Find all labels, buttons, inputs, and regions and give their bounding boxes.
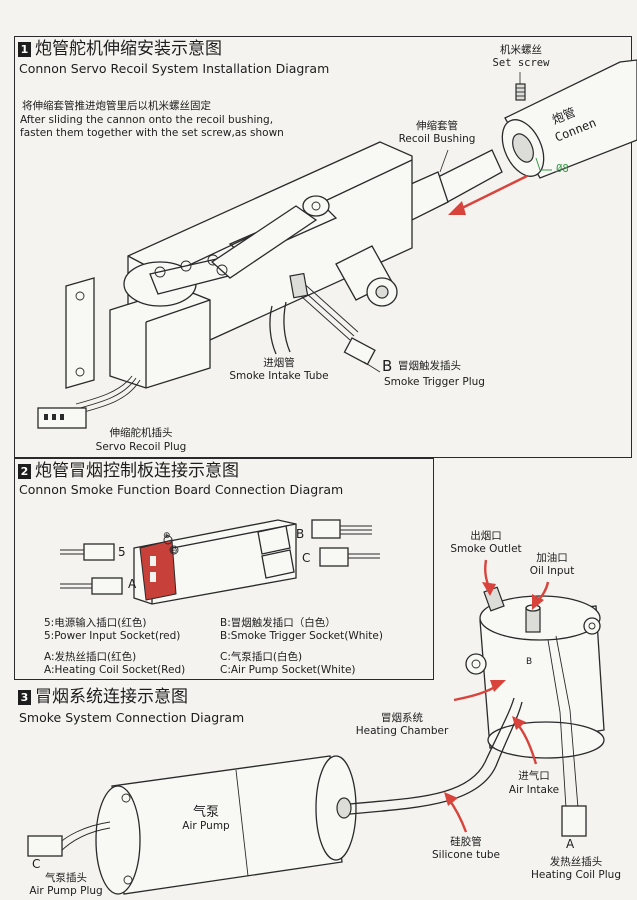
heating-chamber <box>465 586 605 837</box>
smoke-outlet-label-en: Smoke Outlet <box>450 543 522 555</box>
heating-chamber-label-en: Heating Chamber <box>355 725 449 737</box>
socket-b-label: B <box>296 527 305 541</box>
legend-c-cn: C:气泵插口(白色) <box>220 651 303 663</box>
pump-plug-letter: C <box>32 857 41 871</box>
pump-plug-label-cn: 气泵插头 <box>45 872 87 884</box>
servo-plug-label-cn: 伸缩舵机插头 <box>109 427 173 439</box>
diameter-marker <box>535 157 552 171</box>
plug-a <box>60 577 123 595</box>
minus-label: ⊖ <box>170 546 178 556</box>
oil-input-label-en: Oil Input <box>529 565 575 577</box>
smoke-intake-tube <box>269 301 291 355</box>
section-1-frame <box>14 36 632 458</box>
plug-c <box>319 547 380 567</box>
set-screw <box>515 83 526 101</box>
slide-arrow <box>457 174 528 212</box>
section-3-arrows <box>444 559 550 833</box>
heating-plug-label-cn: 发热丝插头 <box>549 856 603 868</box>
legend-a-en: A:Heating Coil Socket(Red) <box>44 664 186 676</box>
socket-a-label: A <box>128 577 137 591</box>
smoke-port <box>335 245 398 307</box>
recoil-bushing-label-en: Recoil Bushing <box>398 133 476 145</box>
recoil-bushing-label-cn: 伸缩套管 <box>416 120 458 132</box>
legend-b-en: B:Smoke Trigger Socket(White) <box>220 630 383 642</box>
servo-plug-cable <box>37 375 141 429</box>
plug-b <box>311 519 372 539</box>
heating-plug-b-letter: B <box>526 657 533 667</box>
section-2-title: 2 炮管冒烟控制板连接示意图 <box>18 462 239 481</box>
legend-c-en: C:Air Pump Socket(White) <box>220 664 356 676</box>
legend-b-cn: B:冒烟触发插口（白色） <box>220 617 336 629</box>
plug-5 <box>60 543 115 561</box>
smoke-outlet-label-cn: 出烟口 <box>470 530 502 542</box>
section-2-title-en: Connon Smoke Function Board Connection D… <box>19 482 344 497</box>
smoke-trigger-label-en: Smoke Trigger Plug <box>384 376 485 388</box>
air-intake-label-cn: 进气口 <box>518 770 550 782</box>
recoil-bushing <box>401 149 503 221</box>
oil-input-label-cn: 加油口 <box>536 552 568 564</box>
legend-5-en: 5:Power Input Socket(red) <box>44 630 181 642</box>
smoke-trigger-label-cn: 冒烟触发插头 <box>398 360 461 372</box>
section-3-title-en: Smoke System Connection Diagram <box>19 710 245 725</box>
section-2-title-cn: 炮管冒烟控制板连接示意图 <box>35 461 239 481</box>
section-1-title-en: Connon Servo Recoil System Installation … <box>19 61 330 76</box>
cannon-barrel <box>501 59 637 179</box>
plus-label: ⊕ <box>163 531 171 541</box>
silicone-label-cn: 硅胶管 <box>450 836 482 848</box>
plug-b-letter: B <box>382 357 393 375</box>
section-1-number: 1 <box>18 42 31 57</box>
section-3-title-cn: 冒烟系统连接示意图 <box>35 687 188 707</box>
air-intake-label-en: Air Intake <box>508 784 560 796</box>
servo <box>65 254 237 389</box>
smoke-intake-label-cn: 进烟管 <box>263 357 295 369</box>
diameter-label: Ø8 <box>556 163 569 175</box>
silicone-label-en: Silicone tube <box>432 849 500 861</box>
pump-plug <box>27 821 111 857</box>
air-pump <box>95 755 357 895</box>
servo-plug-label-en: Servo Recoil Plug <box>95 441 187 453</box>
instruction-en-2: fasten them together with the set screw,… <box>20 127 284 139</box>
bushing-leader <box>439 149 449 173</box>
section-1-title-cn: 炮管舵机伸缩安装示意图 <box>35 39 222 59</box>
legend-a-cn: A:发热丝插口(红色) <box>44 651 137 663</box>
section-1-title: 1 炮管舵机伸缩安装示意图 <box>18 40 222 59</box>
heating-chamber-label-cn: 冒烟系统 <box>381 712 423 724</box>
instruction-en-1: After sliding the cannon onto the recoil… <box>20 114 274 126</box>
section-2-number: 2 <box>18 464 31 479</box>
set-screw-label-cn: 机米螺丝 <box>500 44 542 56</box>
set-screw-label-en: Set screw <box>492 57 550 69</box>
servo-linkage <box>210 195 330 279</box>
section-2-frame <box>14 458 434 680</box>
heating-plug-letter: A <box>566 837 575 851</box>
legend-5-cn: 5:电源输入插口(红色) <box>44 617 147 629</box>
trigger-plug <box>289 272 376 366</box>
air-pump-label-cn: 气泵 <box>192 805 220 820</box>
socket-c-label: C <box>302 551 311 565</box>
section-3-number: 3 <box>18 690 31 705</box>
section-3-title: 3 冒烟系统连接示意图 <box>18 688 188 707</box>
pump-plug-label-en: Air Pump Plug <box>29 885 103 897</box>
heating-plug-label-en: Heating Coil Plug <box>531 869 621 881</box>
instruction-cn: 将伸缩套管推进炮管里后以机米螺丝固定 <box>22 100 211 112</box>
smoke-intake-label-en: Smoke Intake Tube <box>229 370 329 382</box>
air-pump-label-en: Air Pump <box>182 820 230 832</box>
socket-5-label: 5 <box>118 545 126 559</box>
control-board <box>133 519 297 605</box>
